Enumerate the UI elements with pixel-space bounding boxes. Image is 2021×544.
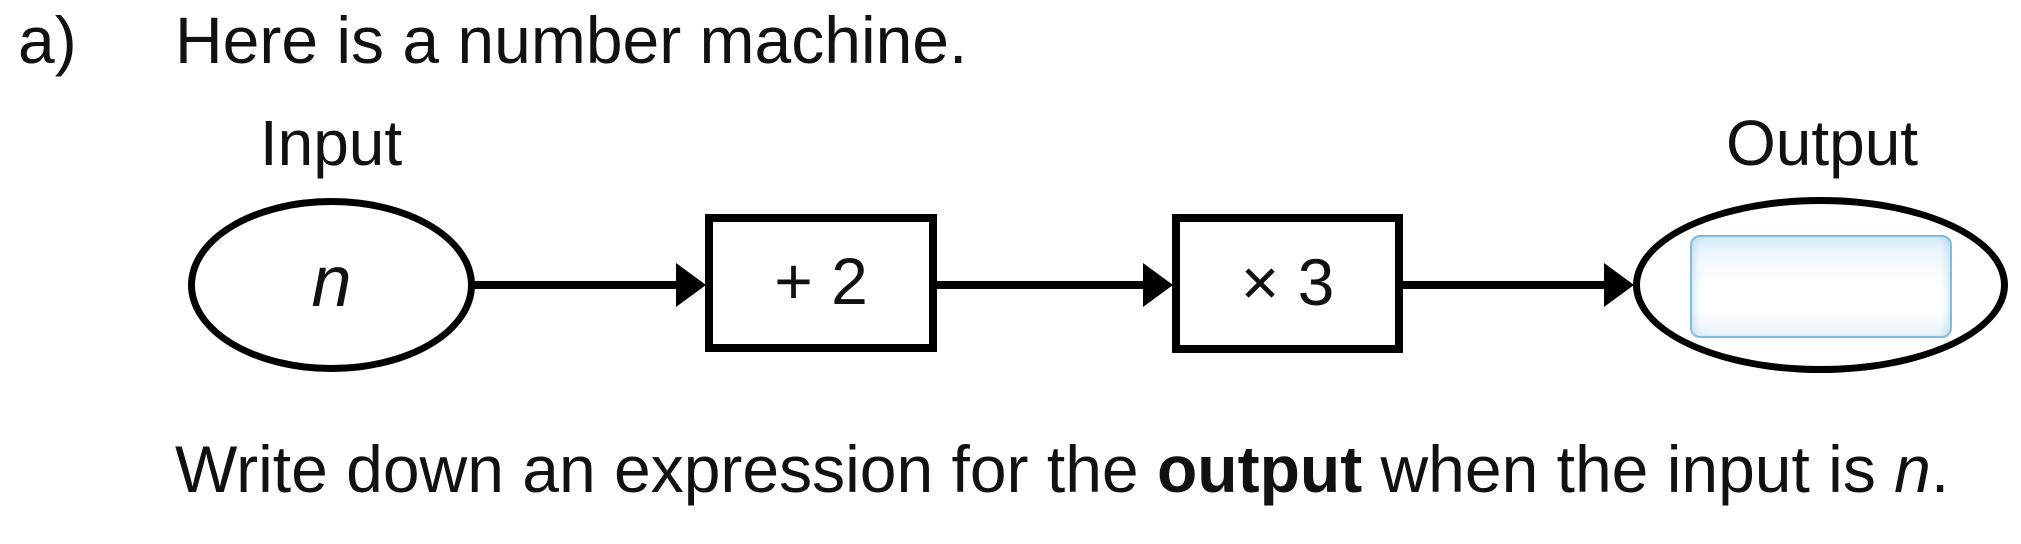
question-intro: Here is a number machine. [175,3,968,77]
output-answer-input[interactable] [1690,235,1952,338]
prompt-text-pre: Write down an expression for the [175,432,1157,506]
operation-box-add: + 2 [705,214,937,352]
part-label: a) [18,3,77,77]
input-ellipse: n [188,198,475,372]
question-prompt: Write down an expression for the output … [175,432,1949,508]
input-variable: n [311,242,352,322]
prompt-text-mid: when the input is [1362,432,1895,506]
operation-add-label: + 2 [774,244,868,318]
arrow-line [1403,281,1605,289]
arrow-line [937,281,1144,289]
prompt-text-bold: output [1156,432,1363,506]
operation-box-multiply: × 3 [1172,214,1403,353]
prompt-text-post: . [1930,432,1950,506]
arrow-head-icon [1604,263,1634,307]
arrow-line [473,281,677,289]
arrow-head-icon [1143,263,1173,307]
output-label: Output [1725,107,1919,179]
input-label: Input [259,107,403,179]
prompt-text-variable: n [1894,432,1931,506]
operation-multiply-label: × 3 [1240,244,1335,319]
arrow-head-icon [676,263,706,307]
